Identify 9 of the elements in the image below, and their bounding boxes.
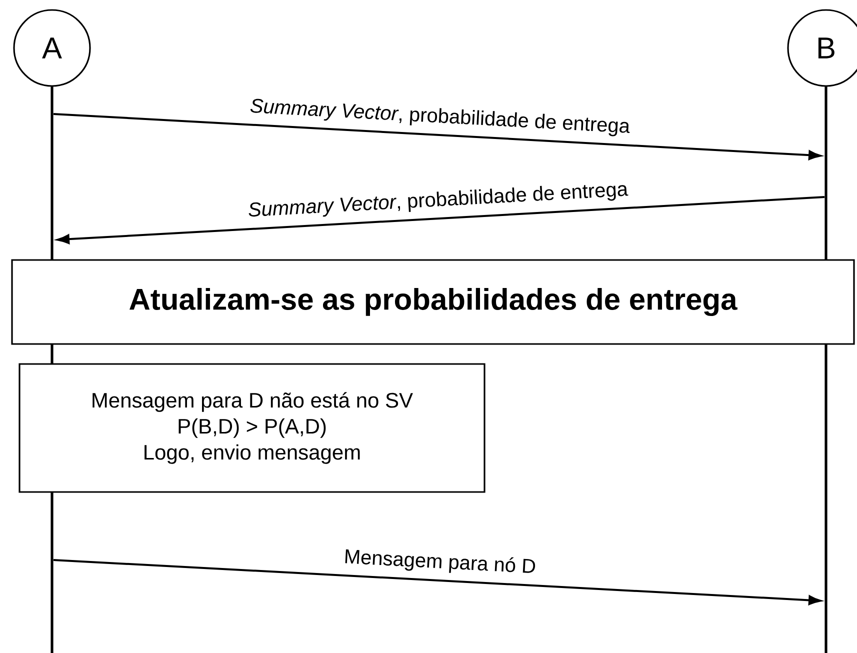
arrow	[53, 113, 822, 160]
lifeline	[824, 86, 828, 653]
edge-label: Mensagem para nó D	[345, 549, 536, 573]
edge-label: Summary Vector, probabilidade de entrega	[250, 98, 630, 136]
arrow	[56, 196, 825, 244]
note-box: Mensagem para D não está no SV P(B,D) > P(A,D) Logo, envio mensagem	[18, 363, 486, 493]
arrow	[53, 559, 822, 606]
edge-label: Summary Vector, probabilidade de entrega	[248, 185, 628, 217]
note-box: Atualizam-se as probabilidades de entrega	[11, 259, 855, 345]
